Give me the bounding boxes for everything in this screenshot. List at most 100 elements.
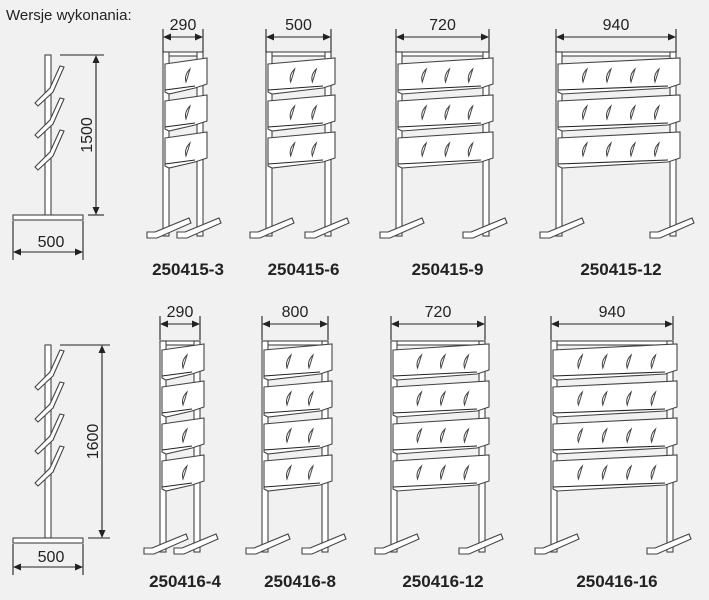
row1-width-3-label: 720 <box>429 17 456 34</box>
row1-rack-1-foot-left <box>146 217 192 239</box>
row2-rack-3-shelf-lip-2 <box>392 408 478 414</box>
row2-code-4: 250416-16 <box>576 572 657 591</box>
row1-rack-2-shelf-1 <box>267 57 336 95</box>
row2-rack-4-slot-3-4 <box>650 427 657 444</box>
row2-rack-2-slot-2-1 <box>286 390 293 407</box>
row2-rack-4-slot-1-2 <box>601 353 608 370</box>
heading: Wersje wykonania: <box>6 7 132 24</box>
row2-rack-2-shelf-3 <box>263 417 333 455</box>
row2-rack-1-foot-right <box>173 533 219 555</box>
row2-width-2-arrow-right <box>320 320 328 328</box>
row2-code-3: 250416-12 <box>402 572 483 591</box>
row2-rack-4-slot-2-3 <box>626 390 633 407</box>
row2-rack-4-shelf-lip-2 <box>552 408 666 414</box>
row1-rack-1-shelf-lip-2 <box>164 122 196 128</box>
row2-code-2: 250416-8 <box>264 572 336 591</box>
row1-width-4-arrow-left <box>556 33 564 41</box>
row2-width-3-arrow-left <box>391 320 399 328</box>
row1-width-1-arrow-left <box>163 33 171 41</box>
row2-rack-4-shelf-3 <box>552 417 678 455</box>
row2-rack-2-shelf-lip-2 <box>263 408 321 414</box>
row2-side-ddim-arrow-right <box>75 563 83 571</box>
row2-rack-3-shelf-lip-1 <box>392 371 478 377</box>
row2-side-hook-3 <box>34 413 65 455</box>
row2-rack-1-slot-1-1 <box>182 353 189 370</box>
row2-rack-3-slot-2-3 <box>463 390 470 407</box>
row2-rack-3-foot-left <box>374 533 420 555</box>
row1-code-4: 250415-12 <box>580 260 661 279</box>
row2-rack-2-shelf-1 <box>263 343 333 381</box>
row1-rack-3-slot-2-2 <box>444 104 451 121</box>
row2-rack-3-slot-4-1 <box>416 464 423 481</box>
row1-rack-2-slot-3-2 <box>311 141 318 158</box>
row2-side-hdim-arrow-top <box>98 345 106 353</box>
row1-side-hdim-arrow-bottom <box>92 207 100 215</box>
row2-rack-1-slot-2-1 <box>182 390 189 407</box>
row1-rack-1-slot-1-1 <box>185 67 192 84</box>
row1-rack-4-slot-3-1 <box>582 141 589 158</box>
row2-width-3-label: 720 <box>425 304 452 321</box>
row1-rack-4-shelf-1 <box>557 57 681 95</box>
row2-rack-4-slot-1-4 <box>650 353 657 370</box>
row1-rack-3-shelf-lip-3 <box>397 159 482 165</box>
row1-side-height-label: 1500 <box>79 117 96 153</box>
row2-rack-4-slot-4-2 <box>601 464 608 481</box>
row1-rack-4-shelf-2 <box>557 94 681 132</box>
row1-rack-3-slot-3-3 <box>467 141 474 158</box>
row1-rack-1-foot-right <box>176 217 222 239</box>
row2-rack-4-shelf-lip-1 <box>552 371 666 377</box>
row1-rack-2-slot-2-2 <box>311 104 318 121</box>
row2-side-hook-1 <box>34 349 65 391</box>
row2-width-4-arrow-left <box>551 320 559 328</box>
row2-side-ddim-arrow-left <box>13 563 21 571</box>
row1-width-3-arrow-right <box>481 33 489 41</box>
row2-rack-4-slot-3-1 <box>577 427 584 444</box>
row1-rack-1-slot-3-1 <box>185 141 192 158</box>
row1-rack-4-shelf-3 <box>557 131 681 169</box>
row1-rack-4-slot-1-3 <box>630 67 637 84</box>
row2-width-2-arrow-left <box>262 320 270 328</box>
row2-rack-4-slot-1-1 <box>577 353 584 370</box>
row2-side-height-label: 1600 <box>85 424 102 460</box>
row1-width-4-label: 940 <box>603 17 630 34</box>
row2-rack-3-slot-2-1 <box>416 390 423 407</box>
row1-side-hook-2 <box>34 97 65 139</box>
row1-rack-2-top-bar <box>265 51 332 57</box>
row2-rack-2-slot-2-2 <box>308 390 315 407</box>
row1-rack-4-slot-3-2 <box>606 141 613 158</box>
row2-rack-2-slot-3-1 <box>286 427 293 444</box>
row2-rack-4-shelf-lip-4 <box>552 482 666 488</box>
row1-rack-2-slot-3-1 <box>289 141 296 158</box>
row2-rack-2-slot-4-2 <box>308 464 315 481</box>
row1-width-1-arrow-right <box>195 33 203 41</box>
row1-side-hdim-arrow-top <box>92 55 100 63</box>
row1-rack-3-slot-3-2 <box>444 141 451 158</box>
row1-rack-4-slot-2-2 <box>606 104 613 121</box>
row2-rack-4-shelf-2 <box>552 380 678 418</box>
row2-rack-3-top-bar <box>390 340 486 346</box>
row2-side-hdim-arrow-bottom <box>98 530 106 538</box>
row2-rack-1-foot-left <box>143 533 189 555</box>
row2-rack-2-slot-4-1 <box>286 464 293 481</box>
row2-side-depth-label: 500 <box>38 549 65 566</box>
row2-rack-1-shelf-lip-3 <box>161 445 193 451</box>
row2-rack-2-shelf-4 <box>263 454 333 492</box>
row1-width-2-arrow-right <box>323 33 331 41</box>
row2-rack-2-shelf-lip-3 <box>263 445 321 451</box>
row1-rack-3-slot-1-2 <box>444 67 451 84</box>
row1-code-2: 250415-6 <box>268 260 340 279</box>
row1-side-base <box>12 214 84 221</box>
row1-rack-1-slot-2-1 <box>185 104 192 121</box>
row1-rack-4-slot-1-4 <box>654 67 661 84</box>
row1-rack-4-slot-2-1 <box>582 104 589 121</box>
row2-rack-1-slot-4-1 <box>182 464 189 481</box>
row2-rack-4-shelf-1 <box>552 343 678 381</box>
row1-rack-1-shelf-lip-3 <box>164 159 196 165</box>
row2-rack-4-foot-right <box>646 533 692 555</box>
row2-rack-2-foot-left <box>245 533 291 555</box>
row2-rack-4-shelf-lip-3 <box>552 445 666 451</box>
row2-rack-3-slot-3-3 <box>463 427 470 444</box>
row2-side-base <box>12 537 84 544</box>
row2-rack-3-slot-4-2 <box>440 464 447 481</box>
